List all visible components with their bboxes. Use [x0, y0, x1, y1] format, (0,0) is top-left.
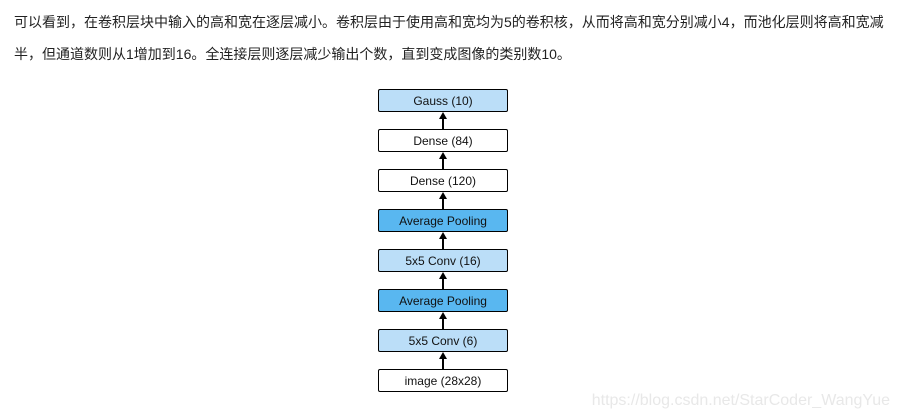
up-arrow-icon: [439, 272, 447, 289]
layer-box: Dense (120): [378, 169, 508, 192]
intro-paragraph: 可以看到，在卷积层块中输入的高和宽在逐层减小。卷积层由于使用高和宽均为5的卷积核…: [14, 14, 884, 62]
layer-label: Dense (120): [409, 173, 477, 188]
layer-label: 5x5 Conv (16): [405, 253, 481, 268]
lenet-architecture-diagram: Gauss (10) Dense (84) Dense (120) Average P…: [378, 89, 508, 392]
layer-box: Average Pooling: [378, 209, 508, 232]
layer-label: Gauss (10): [413, 93, 473, 108]
up-arrow-icon: [439, 152, 447, 169]
watermark-url: https://blog.csdn.net/StarCoder_WangYue: [591, 392, 890, 409]
layer-box: Gauss (10): [378, 89, 508, 112]
up-arrow-icon: [439, 312, 447, 329]
up-arrow-icon: [439, 352, 447, 369]
layer-box: Average Pooling: [378, 289, 508, 312]
up-arrow-icon: [439, 192, 447, 209]
up-arrow-icon: [439, 112, 447, 129]
layer-box: 5x5 Conv (16): [378, 249, 508, 272]
layer-label: Average Pooling: [399, 293, 487, 308]
layer-box: image (28x28): [378, 369, 508, 392]
layer-label: Dense (84): [413, 133, 473, 148]
layer-label: Average Pooling: [399, 213, 487, 228]
layer-label: 5x5 Conv (6): [408, 333, 478, 348]
up-arrow-icon: [439, 232, 447, 249]
layer-box: Dense (84): [378, 129, 508, 152]
layer-label: image (28x28): [404, 373, 482, 388]
layer-box: 5x5 Conv (6): [378, 329, 508, 352]
